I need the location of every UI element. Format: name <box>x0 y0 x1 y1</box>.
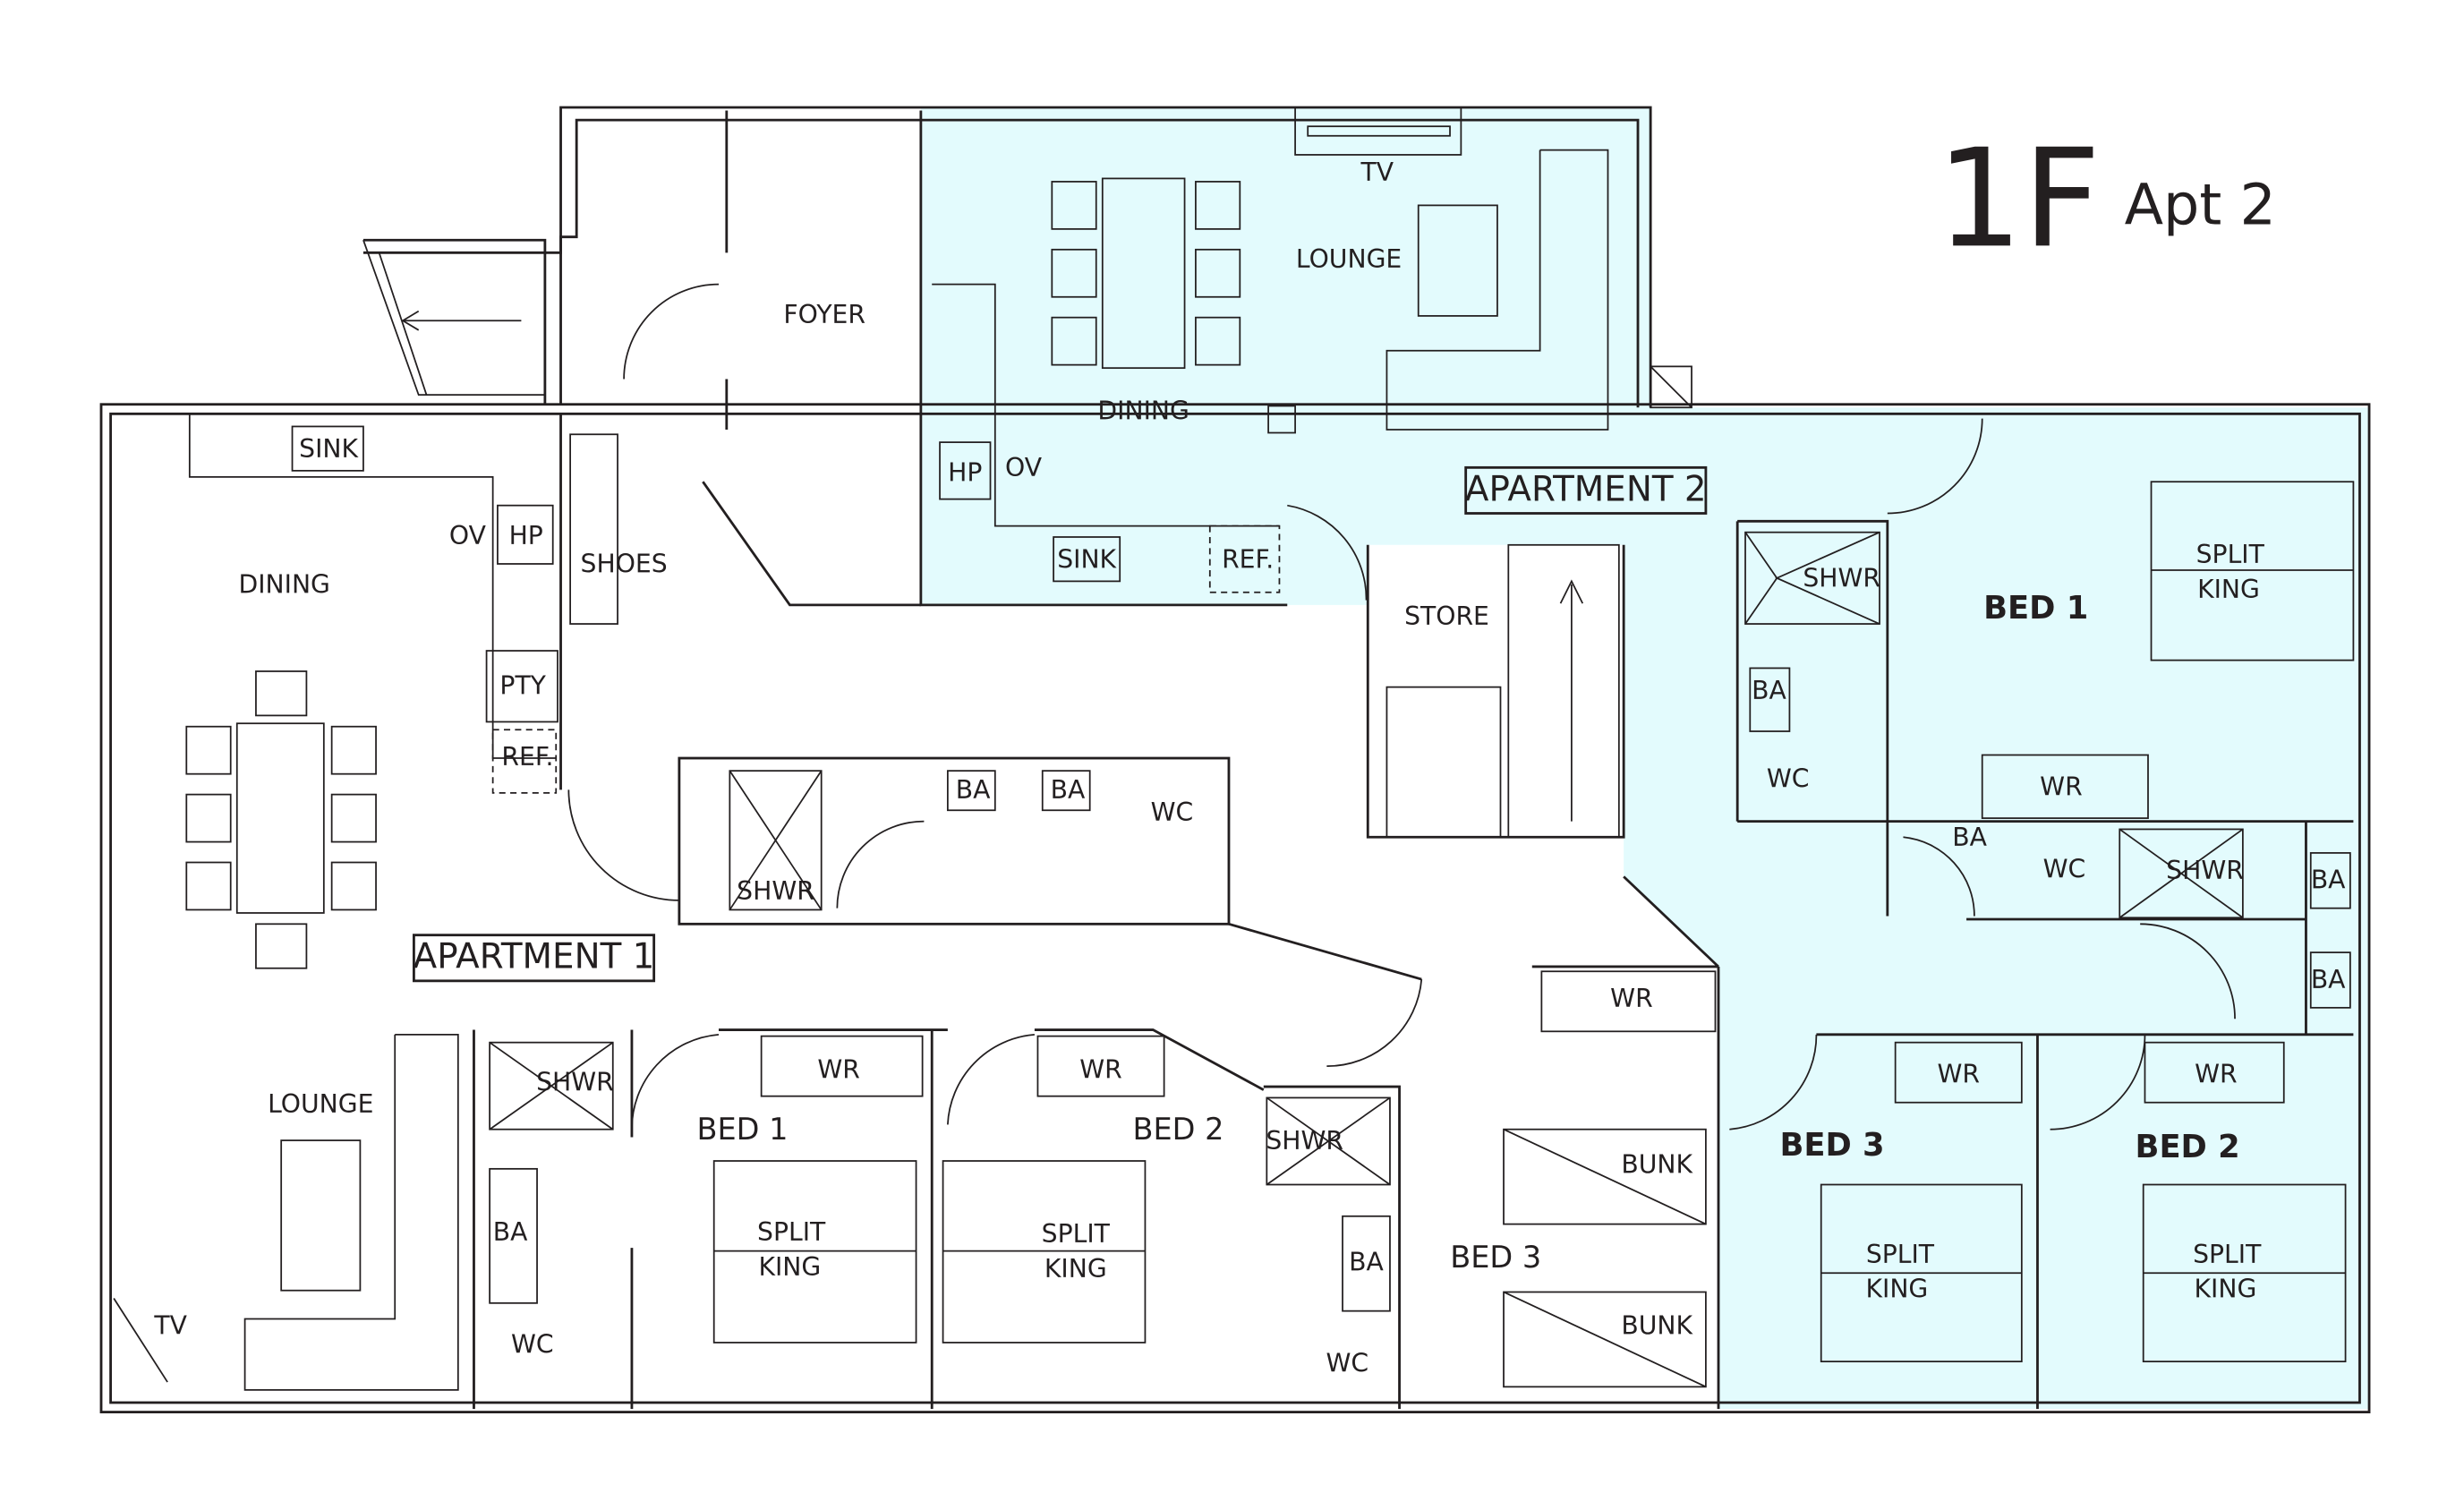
apt1-wr-3: WR <box>1610 984 1653 1013</box>
apt2-wr-1: WR <box>2040 772 2083 802</box>
apt1-tv: TV <box>153 1310 187 1340</box>
apartment-2-label-box <box>1464 465 1708 515</box>
outer-walls <box>99 106 2371 1414</box>
apt2-wr-2: WR <box>1937 1060 1980 1089</box>
apt2-shwr-1: SHWR <box>1803 564 1880 593</box>
door-swings <box>567 283 2236 1130</box>
apt2-wc-2: WC <box>2043 854 2086 883</box>
apt2-sink: SINK <box>1057 544 1117 574</box>
apt1-bed2-king: KING <box>1044 1254 1107 1284</box>
apt1-ba-3: BA <box>493 1217 528 1247</box>
apt1-shwr-3: SHWR <box>1266 1126 1343 1156</box>
apt1-hp: HP <box>509 521 543 550</box>
apt1-wc-1: WC <box>1151 798 1194 827</box>
apt2-ba-2: BA <box>1952 823 1987 852</box>
apt1-bed2-label: BED 2 <box>1133 1112 1224 1147</box>
apt1-ov: OV <box>449 521 487 550</box>
apt1-sink: SINK <box>299 434 359 464</box>
apt2-ba-1: BA <box>1752 676 1786 705</box>
apt2-shwr-2: SHWR <box>2166 856 2244 885</box>
apartment-subtitle: Apt 2 <box>2125 171 2276 237</box>
apt2-bed1-king: KING <box>2197 575 2260 604</box>
apt1-pty: PTY <box>499 671 546 701</box>
apt2-bed3-label: BED 3 <box>1780 1127 1885 1164</box>
apt1-bed1-king: KING <box>758 1252 821 1282</box>
apt2-bed2-split: SPLIT <box>2193 1240 2262 1269</box>
apartment-2-label: APARTMENT 2 <box>1465 469 1707 509</box>
apt1-bed1-label: BED 1 <box>696 1112 788 1147</box>
apt2-bed1-split: SPLIT <box>2196 540 2265 569</box>
apt1-lounge-label: LOUNGE <box>268 1089 373 1119</box>
apt2-wr-3: WR <box>2195 1060 2238 1089</box>
interior-walls <box>473 110 2354 1410</box>
apt1-shwr-1: SHWR <box>737 876 814 906</box>
apt2-tv: TV <box>1360 158 1394 187</box>
furniture <box>113 107 2355 1391</box>
apt1-wr-2: WR <box>1079 1054 1122 1084</box>
apt2-bed3-king: KING <box>1866 1275 1929 1304</box>
apt1-bunk-2: BUNK <box>1621 1310 1693 1340</box>
apt2-bed1-label: BED 1 <box>1983 590 2088 627</box>
apartment-1-label: APARTMENT 1 <box>414 937 655 977</box>
apt2-bed2-king: KING <box>2195 1275 2257 1304</box>
apt1-ba-2: BA <box>1051 775 1086 805</box>
apt1-ba-1: BA <box>956 775 991 805</box>
apt2-bed3-split: SPLIT <box>1866 1240 1935 1269</box>
apt1-wc-2: WC <box>511 1329 554 1359</box>
apt1-dining-label: DINING <box>238 570 329 600</box>
apt2-lounge-label: LOUNGE <box>1296 244 1402 274</box>
apt2-ov: OV <box>1005 453 1043 482</box>
floor-title: 1F <box>1936 119 2101 277</box>
store-label: STORE <box>1404 601 1489 631</box>
apt2-ba-4: BA <box>2311 965 2346 994</box>
apt1-ref: REF. <box>501 742 553 772</box>
apt1-wr-1: WR <box>817 1054 860 1084</box>
apt1-bed1-split: SPLIT <box>757 1217 826 1247</box>
apt2-bed2-label: BED 2 <box>2136 1129 2240 1165</box>
apt2-wc-1: WC <box>1767 764 1810 794</box>
apt2-ba-3: BA <box>2311 866 2346 895</box>
apt2-hp: HP <box>948 457 982 487</box>
apt1-shwr-2: SHWR <box>536 1068 614 1097</box>
apt2-ref: REF. <box>1222 544 1274 574</box>
apartment-1-label-box <box>413 934 656 983</box>
apt1-ba-4: BA <box>1349 1248 1384 1277</box>
apt1-wc-3: WC <box>1326 1349 1369 1378</box>
apt1-bunk-1: BUNK <box>1621 1149 1693 1179</box>
apt2-dining-label: DINING <box>1097 397 1189 426</box>
foyer-label: FOYER <box>783 300 865 329</box>
stairs <box>1385 543 1620 839</box>
apt1-bed2-split: SPLIT <box>1042 1219 1111 1249</box>
apt1-bed3-label: BED 3 <box>1450 1240 1541 1275</box>
shoes-label: SHOES <box>581 550 668 579</box>
